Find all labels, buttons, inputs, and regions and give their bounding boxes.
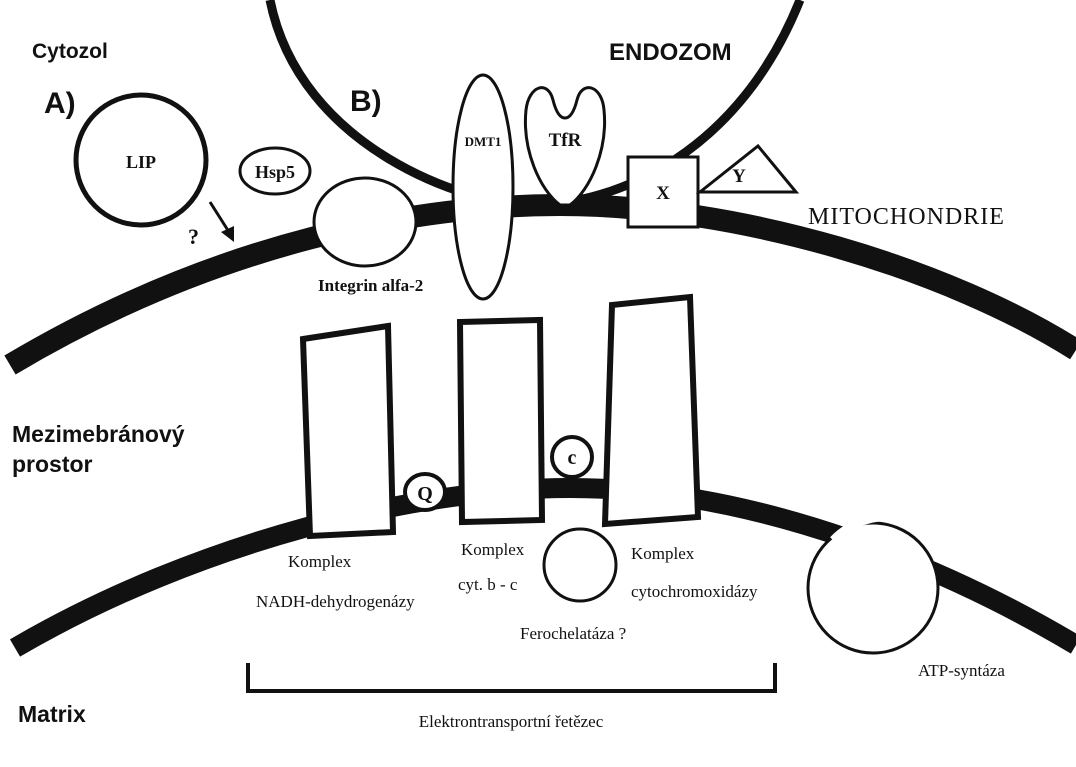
hsp5-label: Hsp5 (255, 162, 295, 182)
complex-4-label-line1: Komplex (631, 544, 695, 563)
y-triangle (700, 146, 796, 192)
intermembrane-label-line2: prostor (12, 451, 93, 477)
integrin-ellipse (314, 178, 416, 266)
panel-b-label: B) (350, 85, 382, 118)
matrix-label: Matrix (18, 701, 86, 727)
y-label: Y (732, 166, 746, 187)
integrin-label: Integrin alfa-2 (318, 276, 423, 295)
atp-synthase-label: ATP-syntáza (918, 661, 1005, 680)
x-label: X (656, 183, 670, 204)
endosome-label: ENDOZOM (609, 39, 732, 66)
dmt1-ellipse (453, 75, 513, 299)
complex-3-box (460, 320, 542, 522)
etc-bracket (248, 663, 775, 691)
complex-4-label-line2: cytochromoxidázy (631, 582, 758, 601)
mitochondrion-label: MITOCHONDRIE (808, 204, 1005, 230)
atp-synthase-circle (808, 523, 938, 653)
intermembrane-label-line1: Mezimebránový (12, 421, 185, 447)
lip-transport-question: ? (188, 224, 199, 249)
tfr-label: TfR (549, 130, 582, 151)
panel-a-label: A) (44, 87, 76, 120)
complex-3-label-line1: Komplex (461, 540, 525, 559)
etc-label: Elektrontransportní řetězec (419, 712, 604, 731)
ferrochelatase-circle (544, 529, 616, 601)
cytosol-label: Cytozol (32, 40, 108, 63)
ferrochelatase-label: Ferochelatáza ? (520, 624, 626, 643)
complex-1-label-line1: Komplex (288, 552, 352, 571)
q-label: Q (417, 483, 433, 505)
complex-1-box (303, 326, 393, 536)
complex-1-label-line2: NADH-dehydrogenázy (256, 592, 415, 611)
c-label: c (568, 447, 577, 469)
lip-label: LIP (126, 152, 156, 172)
lip-transport-arrow (210, 202, 229, 232)
complex-4-box (605, 297, 698, 524)
complex-3-label-line2: cyt. b - c (458, 575, 518, 594)
dmt1-label: DMT1 (465, 134, 502, 149)
